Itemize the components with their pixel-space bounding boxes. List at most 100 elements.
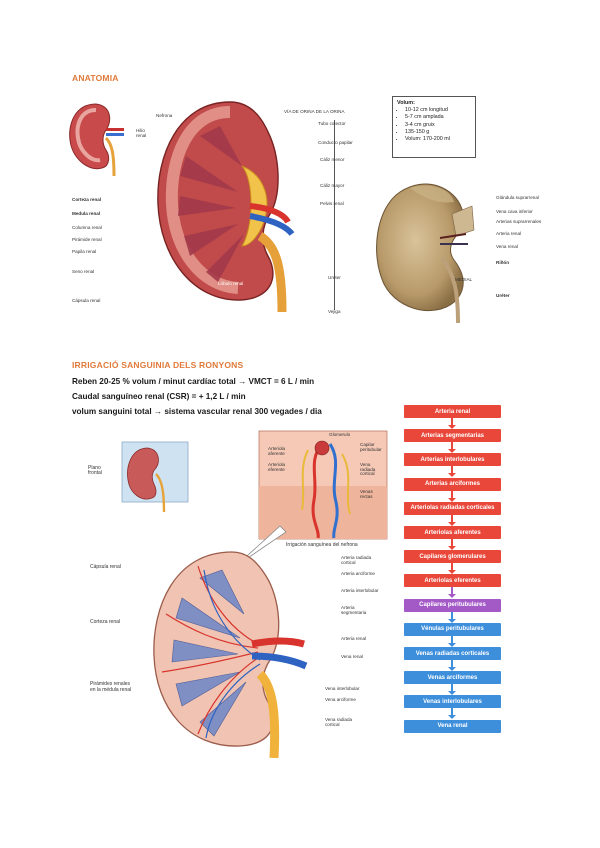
flow-arrow-shaft	[451, 708, 453, 716]
flow-step: Arterias interlobulares	[404, 453, 501, 467]
flow-arrow-shaft	[451, 684, 453, 692]
flow-arrow	[448, 691, 456, 696]
volume-item: 10-12 cm longitud	[405, 107, 471, 114]
flow-step: Venas interlobulares	[404, 695, 501, 709]
flow-arrow-shaft	[451, 442, 453, 450]
label-lobulo-renal: Lóbulo renal	[218, 281, 244, 286]
label-capilar-peritubular: Capilar peritubular	[360, 442, 382, 452]
flow-arrow-shaft	[451, 611, 453, 619]
flow-arrow-shaft	[451, 660, 453, 667]
label-arteria-radiada: Arteria radiada cortical	[341, 555, 372, 565]
flow-arrow-shaft	[451, 490, 453, 498]
flow-arrow-shaft	[451, 514, 453, 522]
label-arteriola-aferente: Arteriola aferente	[268, 446, 286, 456]
flow-arrow-shaft	[451, 466, 453, 474]
flow-step: Capilares peritubulares	[404, 598, 501, 612]
flow-step: Capilares glomerulares	[404, 550, 501, 564]
flow-arrow	[448, 618, 456, 623]
label-nefrona: Nefrona	[156, 113, 173, 118]
label-vena-radiada-inset: Vena radiada cortical	[360, 462, 376, 477]
label-arteria-renal: Arteria renal	[284, 187, 310, 192]
flow-arrow	[448, 667, 456, 671]
label-arteria-interlobular: Arteria interlobular	[341, 588, 379, 593]
label-pelvis-renal: Pelvis renal	[320, 201, 344, 206]
flow-step: Venas arciformes	[404, 671, 501, 685]
label-corteza-renal-2: Corteza renal	[90, 619, 121, 625]
volume-title: Volum:	[397, 100, 415, 106]
flow-arrow	[448, 642, 456, 647]
label-vena-renal: Vena renal	[284, 207, 306, 212]
label-medial: MEDIAL	[455, 277, 473, 282]
flow-step: Venas radiadas corticales	[404, 647, 501, 660]
label-papila-renal: Papila renal	[72, 249, 97, 254]
urine-path-line	[334, 120, 335, 310]
label-venas-rectas: Venas rectas	[360, 489, 373, 499]
flow-arrow	[448, 570, 456, 575]
flow-arrow	[448, 449, 456, 454]
label-glomerulo: Glomerulo	[329, 432, 351, 437]
label-capsula-renal-2: Cápsula renal	[90, 564, 121, 570]
label-capsula-renal: Cápsula renal	[72, 298, 101, 303]
label-photo-vena-renal: Vena renal	[496, 244, 518, 249]
section-heading-irrigacio: IRRIGACIÓ SANGUINIA DELS RONYONS	[72, 360, 244, 370]
label-vejiga: Vejiga	[328, 309, 341, 314]
label-arteria-arciforme: Arteria arciforme	[341, 571, 375, 576]
label-rinon: Riñón	[496, 260, 510, 265]
label-medula-renal: Medula renal	[72, 211, 101, 216]
flow-arrow	[448, 473, 456, 478]
text-line-1: Reben 20-25 % volum / minut cardíac tota…	[72, 377, 315, 386]
label-via-orina: VÍA DE ORINA DE LA ORINA	[284, 109, 345, 114]
label-glandula-suprarrenal: Glándula suprarrenal	[496, 195, 539, 200]
label-caliz-mayor: Cáliz mayor	[320, 183, 345, 188]
label-ureter: Uréter	[328, 275, 341, 280]
label-piramide-renal: Pirámide renal	[72, 237, 102, 242]
flow-arrow	[448, 594, 456, 599]
kidney-cross-section	[157, 101, 295, 313]
flow-step: Arteria renal	[404, 405, 501, 418]
flow-step: Vena renal	[404, 719, 501, 733]
label-arteria-renal-2: Arteria renal	[341, 636, 367, 641]
text-line-3: volum sanguini total → sistema vascular …	[72, 407, 322, 416]
flow-arrow	[448, 521, 456, 526]
label-arterias-suprarrenales: Arterias suprarrenales	[496, 219, 542, 224]
volume-item: 5-7 cm amplada	[405, 114, 471, 121]
flow-arrow-shaft	[451, 563, 453, 571]
flow-step: Vénulas peritubulares	[404, 622, 501, 636]
label-corteza-renal: Corteza renal	[72, 197, 102, 202]
label-photo-arteria-renal: Arteria renal	[496, 231, 522, 236]
flow-arrow-shaft	[451, 587, 453, 595]
label-vena-renal-2: Vena renal	[341, 654, 363, 659]
small-kidney-illustration	[69, 103, 124, 177]
flow-step: Arterias segmentarias	[404, 429, 501, 443]
label-vena-interlobular: Vena interlobular	[325, 686, 360, 691]
flow-arrow	[448, 546, 456, 550]
label-columna-renal: Columna renal	[72, 225, 102, 230]
flow-arrow-shaft	[451, 539, 453, 546]
kidney-photo	[376, 183, 475, 323]
label-vena-arciforme: Vena arciforme	[325, 697, 356, 702]
volume-item: 3-4 cm gruix	[405, 122, 471, 129]
volume-item: Volum: 170-200 ml	[405, 136, 471, 143]
kidney-vasculature	[153, 551, 308, 758]
volume-item: 135-150 g	[405, 129, 471, 136]
label-piramides-renales: Pirámides renales en la médula renal	[90, 681, 132, 693]
label-tubo-colector: Tubo colector	[318, 121, 346, 126]
label-conducto-papilar: Conducto papilar	[318, 140, 353, 145]
flow-step: Arteriolas radiadas corticales	[404, 501, 501, 515]
label-vena-cava: Vena cava inferior	[496, 209, 533, 214]
label-plano-frontal: Plano frontal	[88, 465, 102, 476]
frontal-plane-thumbnail	[121, 441, 189, 512]
flow-arrow	[448, 425, 456, 429]
label-photo-ureter: Uréter	[496, 293, 510, 298]
flow-arrow-shaft	[451, 635, 453, 643]
flow-step: Arterias arciformes	[404, 477, 501, 491]
label-caliz-menor: Cáliz menor	[320, 157, 345, 162]
flow-step: Arteriolas eferentes	[404, 574, 501, 588]
text-line-2: Caudal sanguíneo renal (CSR) = + 1,2 L /…	[72, 392, 246, 401]
section-heading-anatomia: ANATOMIA	[72, 73, 119, 83]
label-seno-renal: Seno renal	[72, 269, 95, 274]
flow-step: Arteriolas aferentes	[404, 526, 501, 539]
label-vena-radiada-cortical: Vena radiada cortical	[325, 717, 353, 727]
flow-arrow-shaft	[451, 418, 453, 425]
volume-info-box: Volum: 10-12 cm longitud 5-7 cm amplada …	[392, 96, 476, 158]
